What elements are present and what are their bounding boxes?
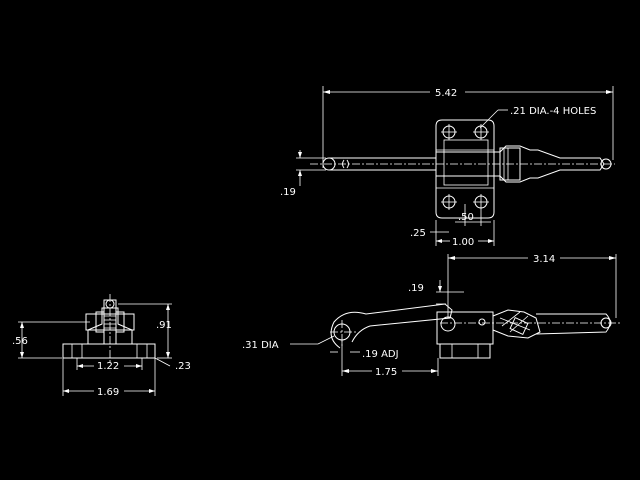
arrow-icon [166,304,170,310]
rod [329,157,436,171]
hook-arm [330,303,453,349]
dim-flange-thickness: .23 [175,361,191,372]
dim-edge-distance: .25 [410,228,426,239]
base-plate [435,119,495,219]
dim-hook-dia: .31 DIA [242,340,279,351]
arrow-icon [136,364,142,368]
arrow-icon [448,256,455,260]
base-flange [62,343,156,359]
arrow-icon [20,352,24,358]
mounting-holes [441,124,489,210]
dim-height: .56 [12,336,28,347]
base-block [436,311,494,345]
arrow-icon [77,364,83,368]
arrow-icon [20,322,24,328]
note-hole-dia: .21 DIA.-4 HOLES [510,106,596,117]
linkage-body [436,145,605,183]
dim-adjust: .19 ADJ [362,349,399,360]
arrow-icon [436,239,442,243]
pivot-icon [478,318,486,326]
dim-overall-length: 5.42 [435,88,457,99]
side-view: 3.14 .19 .31 DIA .19 ADJ 1.75 [242,254,620,378]
dim-hook-length: 1.75 [375,367,397,378]
handle-end-icon [600,158,612,170]
dim-base-width: 1.00 [452,237,474,248]
arrow-icon [298,170,302,176]
arrow-icon [166,352,170,358]
dim-base-length: 1.69 [97,387,119,398]
dim-clearance: .19 [408,283,424,294]
arrow-icon [606,90,613,94]
arrow-icon [488,239,494,243]
dim-hole-span: 1.22 [97,361,119,372]
pivot-icon [440,316,456,332]
arrow-icon [609,256,616,260]
base-flange [439,343,491,359]
front-view: .56 .91 1.22 .23 1.69 [12,294,191,398]
handle [535,313,611,335]
arrow-icon [342,369,349,373]
dim-rod-offset: .19 [280,187,296,198]
dim-hole-spacing: .50 [458,212,474,223]
dim-overall-height: .91 [156,320,172,331]
arrow-icon [298,152,302,158]
leader-line [479,109,499,129]
arrow-icon [438,286,442,292]
arrow-icon [431,369,438,373]
arrow-icon [323,90,330,94]
arrow-icon [63,389,69,393]
dim-reach: 3.14 [533,254,555,265]
arrow-icon [149,389,155,393]
top-view: 5.42 .21 DIA.-4 HOLES [280,86,615,248]
linkage [492,309,541,339]
